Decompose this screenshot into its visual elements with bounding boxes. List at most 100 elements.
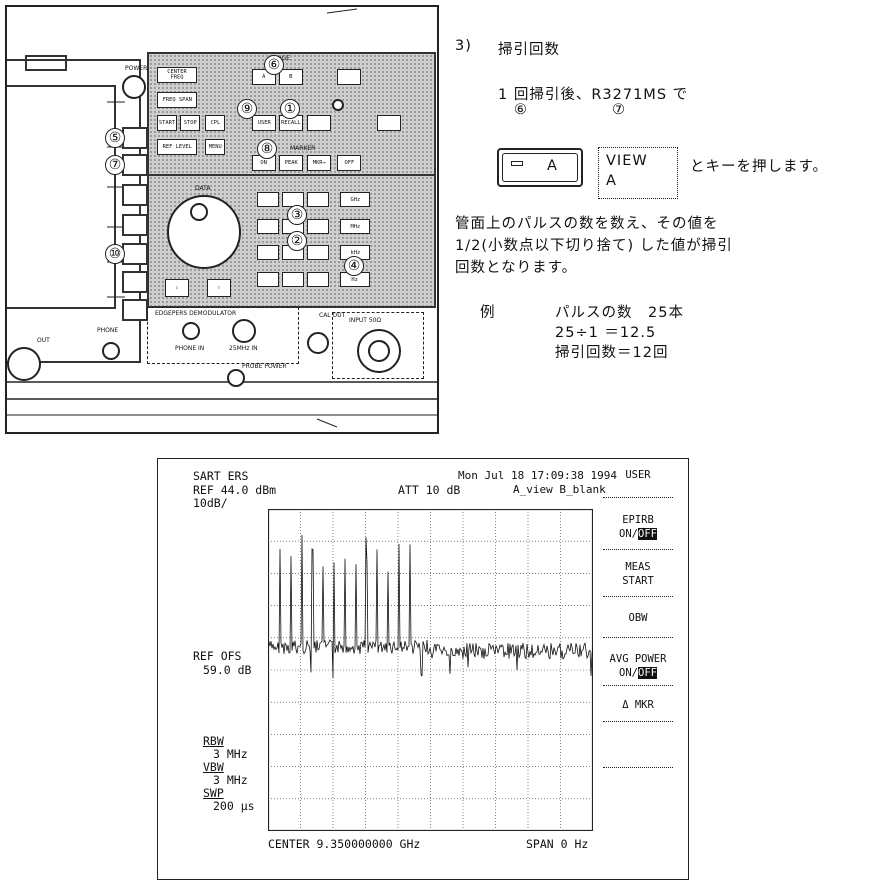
example-line-1: パルスの数 25本 <box>555 305 684 321</box>
ref-level-readout: REF 44.0 dBm <box>193 483 277 497</box>
analyzer-screen: SART ERS Mon Jul 18 17:09:38 1994 REF 44… <box>157 458 689 880</box>
step-down-key[interactable]: ⇩ <box>165 279 189 297</box>
remote-led <box>332 99 344 111</box>
cpl-key[interactable]: CPL <box>205 115 225 131</box>
softkey-10[interactable] <box>122 243 148 265</box>
paragraph-line-2: 1/2(小数点以下切り捨て) した値が掃引 <box>455 238 733 254</box>
softkey-4[interactable] <box>122 214 148 236</box>
key-a-label: A <box>547 158 558 174</box>
25mhz-in-jack[interactable] <box>232 319 256 343</box>
view-b-key[interactable]: B <box>279 69 303 85</box>
ghz-key[interactable]: GHz <box>340 192 370 207</box>
softkey-5[interactable] <box>122 127 148 149</box>
crt-frame <box>7 59 141 363</box>
key-dot[interactable] <box>282 272 304 287</box>
key-0[interactable] <box>257 272 279 287</box>
softkey-obw[interactable]: OBW <box>628 612 648 624</box>
softkey-meas-start[interactable]: START <box>622 575 654 587</box>
stop-key[interactable]: STOP <box>180 115 200 131</box>
rbw-value: 3 MHz <box>213 747 248 761</box>
softkey-3[interactable] <box>122 184 148 206</box>
start-key[interactable]: START <box>157 115 177 131</box>
step-number: 3) <box>455 38 472 54</box>
softkey-8[interactable] <box>122 299 148 321</box>
center-freq-key[interactable]: CENTER FREQ <box>157 67 197 83</box>
out-connector[interactable] <box>7 347 41 381</box>
key-3[interactable] <box>307 245 329 260</box>
key-6[interactable] <box>307 219 329 234</box>
phone-in-jack[interactable] <box>182 322 200 340</box>
softkey-meas-title[interactable]: MEAS <box>625 561 651 573</box>
view-mode-readout: A_view B_blank <box>513 483 606 496</box>
scale-readout: 10dB/ <box>193 496 228 510</box>
phone-in-label: PHONE IN <box>175 345 205 352</box>
callout-2: ② <box>287 231 307 251</box>
out-label: OUT <box>37 337 50 344</box>
khz-key[interactable]: kHz <box>340 245 370 260</box>
softkey-user[interactable]: USER <box>625 469 651 481</box>
data-label: DATA <box>195 185 211 192</box>
sweep-key[interactable] <box>337 69 361 85</box>
front-panel-illustration: ⑤ ⑦ ⑩ POWER CENTER FREQ FREQ SPAN START … <box>5 5 439 434</box>
example-label: 例 <box>480 305 496 321</box>
trace-display <box>268 509 593 831</box>
power-knob[interactable] <box>122 75 146 99</box>
key-1[interactable] <box>257 245 279 260</box>
callout-1: ① <box>280 99 300 119</box>
key-view-illustration: VIEW A <box>598 147 678 199</box>
softkey-epirb-toggle[interactable]: ON/OFF <box>619 528 657 540</box>
peak-key[interactable]: PEAK <box>279 155 303 171</box>
key-9[interactable] <box>307 192 329 207</box>
softkey-6[interactable] <box>122 271 148 293</box>
paragraph-line-3: 回数となります。 <box>455 260 578 276</box>
callout-10: ⑩ <box>105 244 125 264</box>
softkey-avg-power-title[interactable]: AVG POWER <box>609 653 667 665</box>
softkey-delta-marker[interactable]: Δ MKR <box>622 699 654 711</box>
screen-top-slot <box>25 55 67 71</box>
phone-jack[interactable] <box>102 342 120 360</box>
callout-3: ③ <box>287 205 307 225</box>
softkey-epirb-title[interactable]: EPIRB <box>622 514 654 526</box>
key-led <box>511 161 523 166</box>
callout-6: ⑥ <box>264 55 284 75</box>
screen-timestamp: Mon Jul 18 17:09:38 1994 <box>458 469 617 482</box>
save-key[interactable] <box>307 115 331 131</box>
softkey-avg-power-toggle[interactable]: ON/OFF <box>619 667 657 679</box>
key-instruction: とキーを押します。 <box>690 159 829 175</box>
probe-power-jack[interactable] <box>227 369 245 387</box>
ref-level-key[interactable]: REF LEVEL <box>157 139 197 155</box>
paragraph-line-1: 管面上のパルスの数を数え、その値を <box>455 216 719 232</box>
user-key[interactable]: USER <box>252 115 276 131</box>
key-4[interactable] <box>257 219 279 234</box>
rbw-label: RBW <box>203 734 224 748</box>
input-label: INPUT 50Ω <box>349 317 382 324</box>
mhz-in-label: 25MHz IN <box>229 345 258 352</box>
marker-label: MARKER <box>290 145 316 152</box>
ref-number-6: ⑥ <box>514 102 528 118</box>
trace-waveform <box>268 534 593 679</box>
step-up-key[interactable]: ⇧ <box>207 279 231 297</box>
demodulator-section <box>147 307 299 364</box>
swp-label: SWP <box>203 786 224 800</box>
marker-off-key[interactable]: OFF <box>337 155 361 171</box>
key-view-label-1: VIEW <box>606 153 648 169</box>
key-a-illustration: A <box>497 148 583 187</box>
power-label: POWER <box>125 65 148 72</box>
crt-screen <box>7 85 116 309</box>
freq-span-key[interactable]: FREQ SPAN <box>157 92 197 108</box>
key-7[interactable] <box>257 192 279 207</box>
swp-value: 200 μs <box>213 799 255 813</box>
callout-5: ⑤ <box>105 128 125 148</box>
softkey-7[interactable] <box>122 154 148 176</box>
peak-search-key[interactable] <box>377 115 401 131</box>
callout-7: ⑦ <box>105 155 125 175</box>
ref-number-7: ⑦ <box>612 102 626 118</box>
key-minus[interactable] <box>307 272 329 287</box>
menu-key[interactable]: MENU <box>205 139 225 155</box>
mhz-key[interactable]: MHz <box>340 219 370 234</box>
section-heading: 掃引回数 <box>498 42 560 58</box>
cal-out-jack[interactable] <box>307 332 329 354</box>
probe-power-label: PROBE POWER <box>242 363 287 370</box>
mkr-key[interactable]: MKR→ <box>307 155 331 171</box>
attenuation-readout: ATT 10 dB <box>398 483 461 497</box>
